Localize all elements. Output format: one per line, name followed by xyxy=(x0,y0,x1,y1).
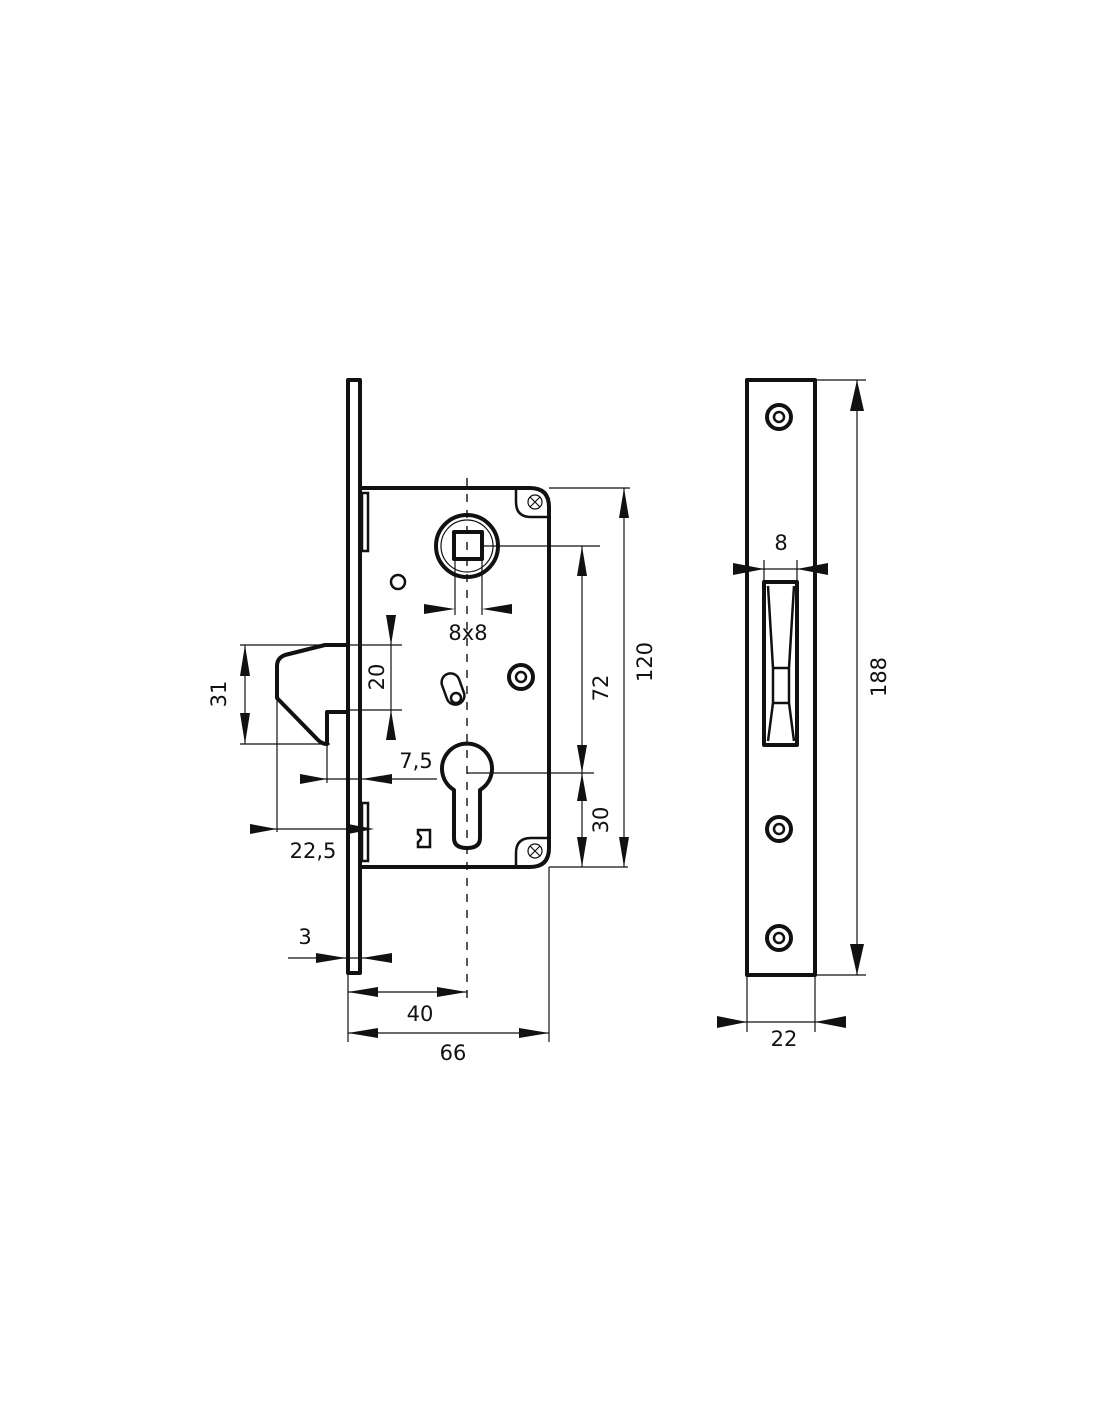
dim-faceplate-thickness: 3 xyxy=(298,925,311,949)
spindle-square xyxy=(452,530,484,561)
rivet xyxy=(507,663,535,691)
dim-case-height: 120 xyxy=(633,642,657,682)
dim-latch-offset: 20 xyxy=(365,664,389,691)
cylinder-cutout xyxy=(440,741,494,850)
dim-center-distance: 72 xyxy=(589,675,613,702)
corner-recess-top xyxy=(514,490,547,519)
dim-latch-width: 8 xyxy=(774,531,787,555)
faceplate-side xyxy=(745,378,817,977)
dim-faceplate-width: 22 xyxy=(771,1027,798,1051)
dim-backset: 40 xyxy=(407,1002,434,1026)
side-view xyxy=(745,378,817,977)
screw-bottom-icon xyxy=(527,843,543,859)
dim-faceplate-height: 188 xyxy=(867,657,891,697)
small-hole xyxy=(389,573,407,591)
faceplate-tab-top xyxy=(360,491,370,553)
faceplate xyxy=(346,378,362,975)
latch-bolt xyxy=(275,643,348,746)
faceplate-screw-hole-2 xyxy=(765,815,793,843)
screw-top-icon xyxy=(527,494,543,510)
dim-latch-projection: 7,5 xyxy=(399,749,432,773)
side-dimensions: 8 22 188 xyxy=(717,379,891,1051)
corner-recess-bottom xyxy=(514,836,547,865)
faceplate-screw-hole-1 xyxy=(765,403,793,431)
dim-spindle-square: 8x8 xyxy=(448,621,487,645)
latch-opening xyxy=(762,580,799,747)
catch-glyph xyxy=(416,828,432,849)
front-dimensions: 8x8 31 20 7,5 22,5 3 xyxy=(207,487,657,1065)
slot xyxy=(440,672,466,706)
lock-case xyxy=(362,486,551,869)
front-view xyxy=(275,378,551,1002)
faceplate-screw-hole-3 xyxy=(765,924,793,952)
dim-case-depth: 66 xyxy=(440,1041,467,1065)
dim-latch-depth: 22,5 xyxy=(290,839,337,863)
dim-latch-height: 31 xyxy=(207,681,231,708)
dim-cylinder-to-bottom: 30 xyxy=(589,807,613,834)
faceplate-tab-bottom xyxy=(360,801,370,863)
